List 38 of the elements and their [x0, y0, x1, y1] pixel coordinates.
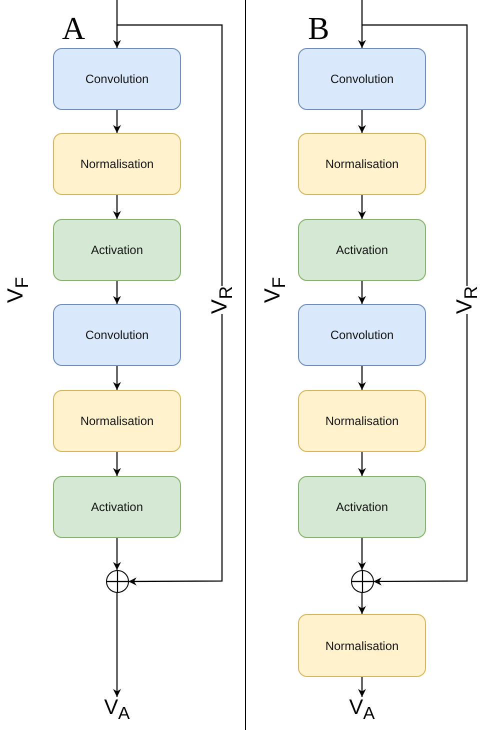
arrow [362, 24, 468, 586]
layer-box: Normalisation [53, 390, 181, 452]
sum-circle [106, 570, 128, 593]
layer-box: Convolution [53, 48, 181, 110]
layer-box: Activation [53, 476, 181, 538]
sum-circle [350, 570, 374, 593]
arrow [113, 538, 121, 570]
layer-box: Activation [298, 476, 426, 538]
panel-label: B [308, 12, 330, 44]
layer-box: Normalisation [53, 133, 181, 195]
output-label: V$_{A}$ [97, 697, 137, 723]
arrow [358, 366, 366, 390]
layer-box: Convolution [298, 304, 426, 366]
arrow [113, 281, 121, 304]
arrow [113, 593, 121, 697]
arrow [358, 195, 366, 219]
arrow [113, 452, 121, 476]
arrow [113, 366, 121, 390]
layer-box: Convolution [53, 304, 181, 366]
arrow [358, 110, 366, 133]
arrow [358, 452, 366, 476]
layer-box: Normalisation [298, 133, 426, 195]
layer-box: Convolution [298, 48, 426, 110]
arrow [358, 0, 366, 48]
output-label: V$_{A}$ [342, 697, 382, 723]
panel-label: A [62, 12, 86, 44]
arrow [117, 24, 223, 586]
arrow [358, 281, 366, 304]
layer-box: Activation [53, 219, 181, 281]
arrow [113, 195, 121, 219]
arrow [113, 110, 121, 133]
layer-box: Normalisation [298, 390, 426, 452]
layer-box: Activation [298, 219, 426, 281]
arrow [358, 677, 366, 697]
arrow [358, 538, 366, 570]
arrow [358, 593, 366, 614]
layer-box: Normalisation [298, 614, 426, 677]
arrow [113, 0, 121, 48]
